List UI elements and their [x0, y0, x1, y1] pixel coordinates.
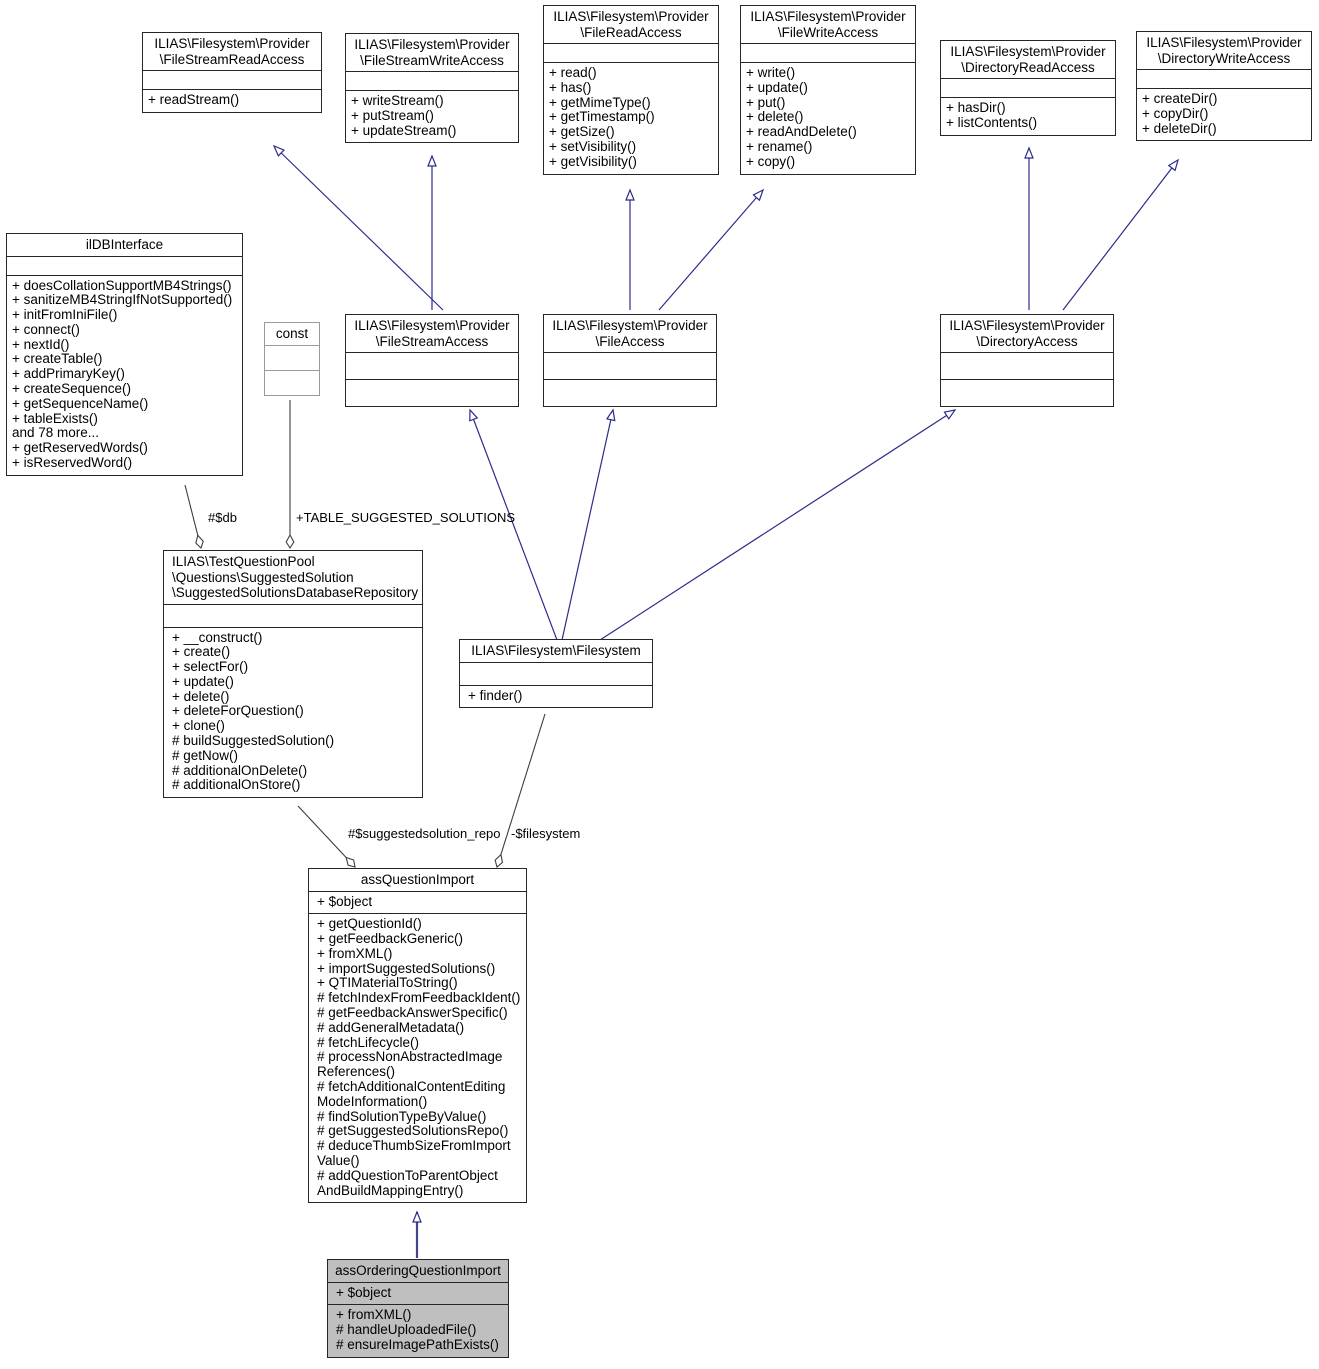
compartment-divider — [460, 684, 652, 686]
compartment-divider — [741, 43, 915, 44]
attributes-compartment — [460, 663, 652, 685]
compartment-divider — [346, 90, 518, 91]
class-node-const[interactable]: const — [264, 322, 320, 396]
methods-compartment: + read() + has() + getMimeType() + getTi… — [549, 65, 655, 169]
class-title: ILIAS\Filesystem\Provider \DirectoryAcce… — [949, 318, 1105, 349]
class-title: ILIAS\TestQuestionPool \Questions\Sugges… — [172, 554, 419, 600]
methods-compartment: + hasDir() + listContents() — [946, 100, 1038, 130]
methods-compartment — [265, 371, 319, 395]
compartment-divider — [309, 890, 526, 892]
class-title: ILIAS\Filesystem\Provider \FileStreamAcc… — [354, 318, 510, 349]
attributes-compartment: + $object — [317, 893, 373, 909]
methods-compartment: + createDir() + copyDir() + deleteDir() — [1142, 91, 1218, 136]
attributes-compartment — [741, 44, 915, 62]
methods-compartment: + __construct() + create() + selectFor()… — [172, 629, 335, 793]
compartment-divider — [544, 62, 718, 63]
class-node-suggested-solutions-database-repository[interactable]: ILIAS\TestQuestionPool \Questions\Sugges… — [163, 550, 423, 799]
compartment-divider — [143, 89, 321, 90]
compartment-divider — [7, 255, 242, 257]
edge-label-db: #$db — [208, 510, 237, 525]
edge-label-filesystem: -$filesystem — [511, 826, 581, 841]
class-title: ILIAS\Filesystem\Provider \FileAccess — [552, 318, 708, 349]
class-title: assOrderingQuestionImport — [335, 1263, 501, 1278]
methods-compartment: + fromXML() # handleUploadedFile() # ens… — [336, 1307, 499, 1352]
attributes-compartment — [941, 79, 1115, 97]
compartment-divider — [328, 1281, 508, 1283]
class-node-file-read-access[interactable]: ILIAS\Filesystem\Provider \FileReadAcces… — [543, 5, 719, 175]
class-title: ILIAS\Filesystem\Provider \DirectoryWrit… — [1146, 35, 1302, 66]
attributes-compartment — [1137, 70, 1311, 88]
methods-compartment — [941, 380, 1113, 406]
compartment-divider — [265, 344, 319, 346]
methods-compartment — [544, 380, 716, 406]
compartment-divider — [460, 661, 652, 663]
class-node-ass-ordering-question-import[interactable]: assOrderingQuestionImport + $object + fr… — [327, 1259, 509, 1358]
class-node-file-write-access[interactable]: ILIAS\Filesystem\Provider \FileWriteAcce… — [740, 5, 916, 175]
compartment-divider — [346, 379, 518, 380]
methods-compartment: + write() + update() + put() + delete() … — [746, 65, 857, 169]
edge-label-suggestedsolution-repo: #$suggestedsolution_repo — [348, 826, 501, 841]
class-title: ILIAS\Filesystem\Provider \FileReadAcces… — [553, 9, 709, 40]
class-node-file-stream-write-access[interactable]: ILIAS\Filesystem\Provider \FileStreamWri… — [345, 33, 519, 144]
class-node-file-stream-access[interactable]: ILIAS\Filesystem\Provider \FileStreamAcc… — [345, 314, 519, 407]
compartment-divider — [741, 62, 915, 63]
compartment-divider — [328, 1304, 508, 1306]
methods-compartment: + readStream() — [148, 92, 240, 107]
compartment-divider — [309, 913, 526, 915]
compartment-divider — [941, 352, 1113, 353]
compartment-divider — [143, 70, 321, 71]
compartment-divider — [941, 379, 1113, 380]
attributes-compartment — [544, 44, 718, 62]
compartment-divider — [544, 352, 716, 353]
compartment-divider — [265, 369, 319, 371]
attributes-compartment — [164, 605, 422, 627]
compartment-divider — [164, 603, 422, 605]
class-node-filesystem[interactable]: ILIAS\Filesystem\Filesystem + finder() — [459, 639, 653, 709]
methods-compartment: + getQuestionId() + getFeedbackGeneric()… — [317, 916, 521, 1198]
attributes-compartment: + $object — [336, 1284, 392, 1300]
class-node-directory-access[interactable]: ILIAS\Filesystem\Provider \DirectoryAcce… — [940, 314, 1114, 407]
compartment-divider — [1137, 88, 1311, 89]
methods-compartment: + finder() — [468, 687, 523, 703]
class-node-file-access[interactable]: ILIAS\Filesystem\Provider \FileAccess — [543, 314, 717, 407]
class-title: ilDBInterface — [85, 237, 164, 252]
class-node-directory-read-access[interactable]: ILIAS\Filesystem\Provider \DirectoryRead… — [940, 40, 1116, 136]
compartment-divider — [7, 274, 242, 276]
class-node-file-stream-read-access[interactable]: ILIAS\Filesystem\Provider \FileStreamRea… — [142, 32, 322, 113]
compartment-divider — [544, 379, 716, 380]
attributes-compartment — [143, 71, 321, 89]
class-title: assQuestionImport — [360, 872, 475, 887]
attributes-compartment — [941, 353, 1113, 379]
class-node-ildb-interface[interactable]: ilDBInterface + doesCollationSupportMB4S… — [6, 233, 243, 476]
methods-compartment: + writeStream() + putStream() + updateSt… — [351, 93, 457, 138]
compartment-divider — [164, 626, 422, 628]
class-title: ILIAS\Filesystem\Provider \FileStreamWri… — [354, 37, 510, 68]
attributes-compartment — [544, 353, 716, 379]
edge-label-table-suggested-solutions: +TABLE_SUGGESTED_SOLUTIONS — [296, 510, 516, 525]
class-title: const — [275, 326, 309, 341]
compartment-divider — [941, 78, 1115, 79]
class-node-ass-question-import[interactable]: assQuestionImport + $object + getQuestio… — [308, 868, 527, 1204]
class-title: ILIAS\Filesystem\Provider \FileWriteAcce… — [750, 9, 906, 40]
compartment-divider — [346, 71, 518, 72]
methods-compartment: + doesCollationSupportMB4Strings() + san… — [12, 277, 233, 471]
class-title: ILIAS\Filesystem\Filesystem — [471, 643, 641, 658]
class-title: ILIAS\Filesystem\Provider \DirectoryRead… — [950, 44, 1106, 75]
attributes-compartment — [346, 353, 518, 379]
attributes-compartment — [265, 346, 319, 370]
class-title: ILIAS\Filesystem\Provider \FileStreamRea… — [154, 36, 310, 67]
attributes-compartment — [7, 257, 242, 275]
attributes-compartment — [346, 72, 518, 90]
compartment-divider — [941, 97, 1115, 98]
compartment-divider — [346, 352, 518, 353]
class-node-directory-write-access[interactable]: ILIAS\Filesystem\Provider \DirectoryWrit… — [1136, 31, 1312, 142]
methods-compartment — [346, 380, 518, 406]
compartment-divider — [544, 43, 718, 44]
compartment-divider — [1137, 69, 1311, 70]
